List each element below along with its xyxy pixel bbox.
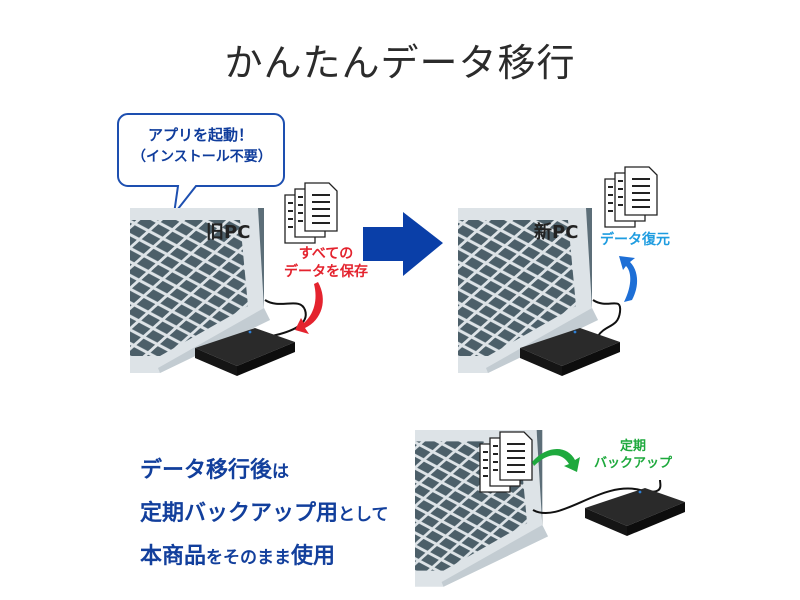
restore-arrow-icon (619, 256, 638, 302)
caption-line-1-tail: は (272, 462, 290, 482)
bubble-line-2: （インストール不要） (132, 149, 272, 165)
restore-data-label: データ復元 (600, 232, 670, 248)
caption: データ移行後は 定期バックアップ用として 本商品をそのまま使用 (140, 450, 389, 579)
backup-line-1: 定期 (619, 439, 646, 454)
old-pc-label: 旧PC (206, 222, 251, 243)
speech-bubble-text: アプリを起動！ （インストール不要） (132, 124, 282, 168)
save-arrow-icon (295, 282, 323, 334)
speech-bubble (117, 113, 285, 218)
backup-line-2: バックアップ (593, 456, 672, 471)
caption-line-1-main: データ移行後 (140, 458, 273, 483)
transfer-arrow-icon (363, 212, 443, 276)
caption-line-2-tail: として (338, 505, 389, 525)
save-line-2: データを保存 (284, 264, 368, 280)
save-line-1: すべての (298, 246, 354, 262)
caption-line-3-c: 使用 (291, 544, 336, 569)
caption-line-1: データ移行後は (140, 450, 389, 493)
save-all-data-label: すべての データを保存 (278, 245, 374, 281)
old-usb-cable (264, 299, 307, 337)
backup-arrow-icon (532, 449, 580, 472)
caption-line-3-a: 本商品 (140, 544, 207, 569)
new-usb-cable (592, 299, 622, 337)
page-title: かんたんデータ移行 (224, 41, 576, 85)
old-documents-icon (284, 182, 338, 244)
backup-usb-cable (532, 479, 662, 515)
regular-backup-label: 定期 バックアップ (588, 438, 678, 472)
caption-line-3-b: をそのまま (206, 548, 292, 568)
caption-line-2-main: 定期バックアップ用 (140, 501, 339, 526)
caption-line-3: 本商品をそのまま使用 (140, 536, 389, 579)
new-documents-icon (604, 166, 658, 228)
new-pc-label: 新PC (534, 222, 579, 243)
bubble-line-1: アプリを起動！ (148, 126, 254, 144)
caption-line-2: 定期バックアップ用として (140, 493, 389, 536)
